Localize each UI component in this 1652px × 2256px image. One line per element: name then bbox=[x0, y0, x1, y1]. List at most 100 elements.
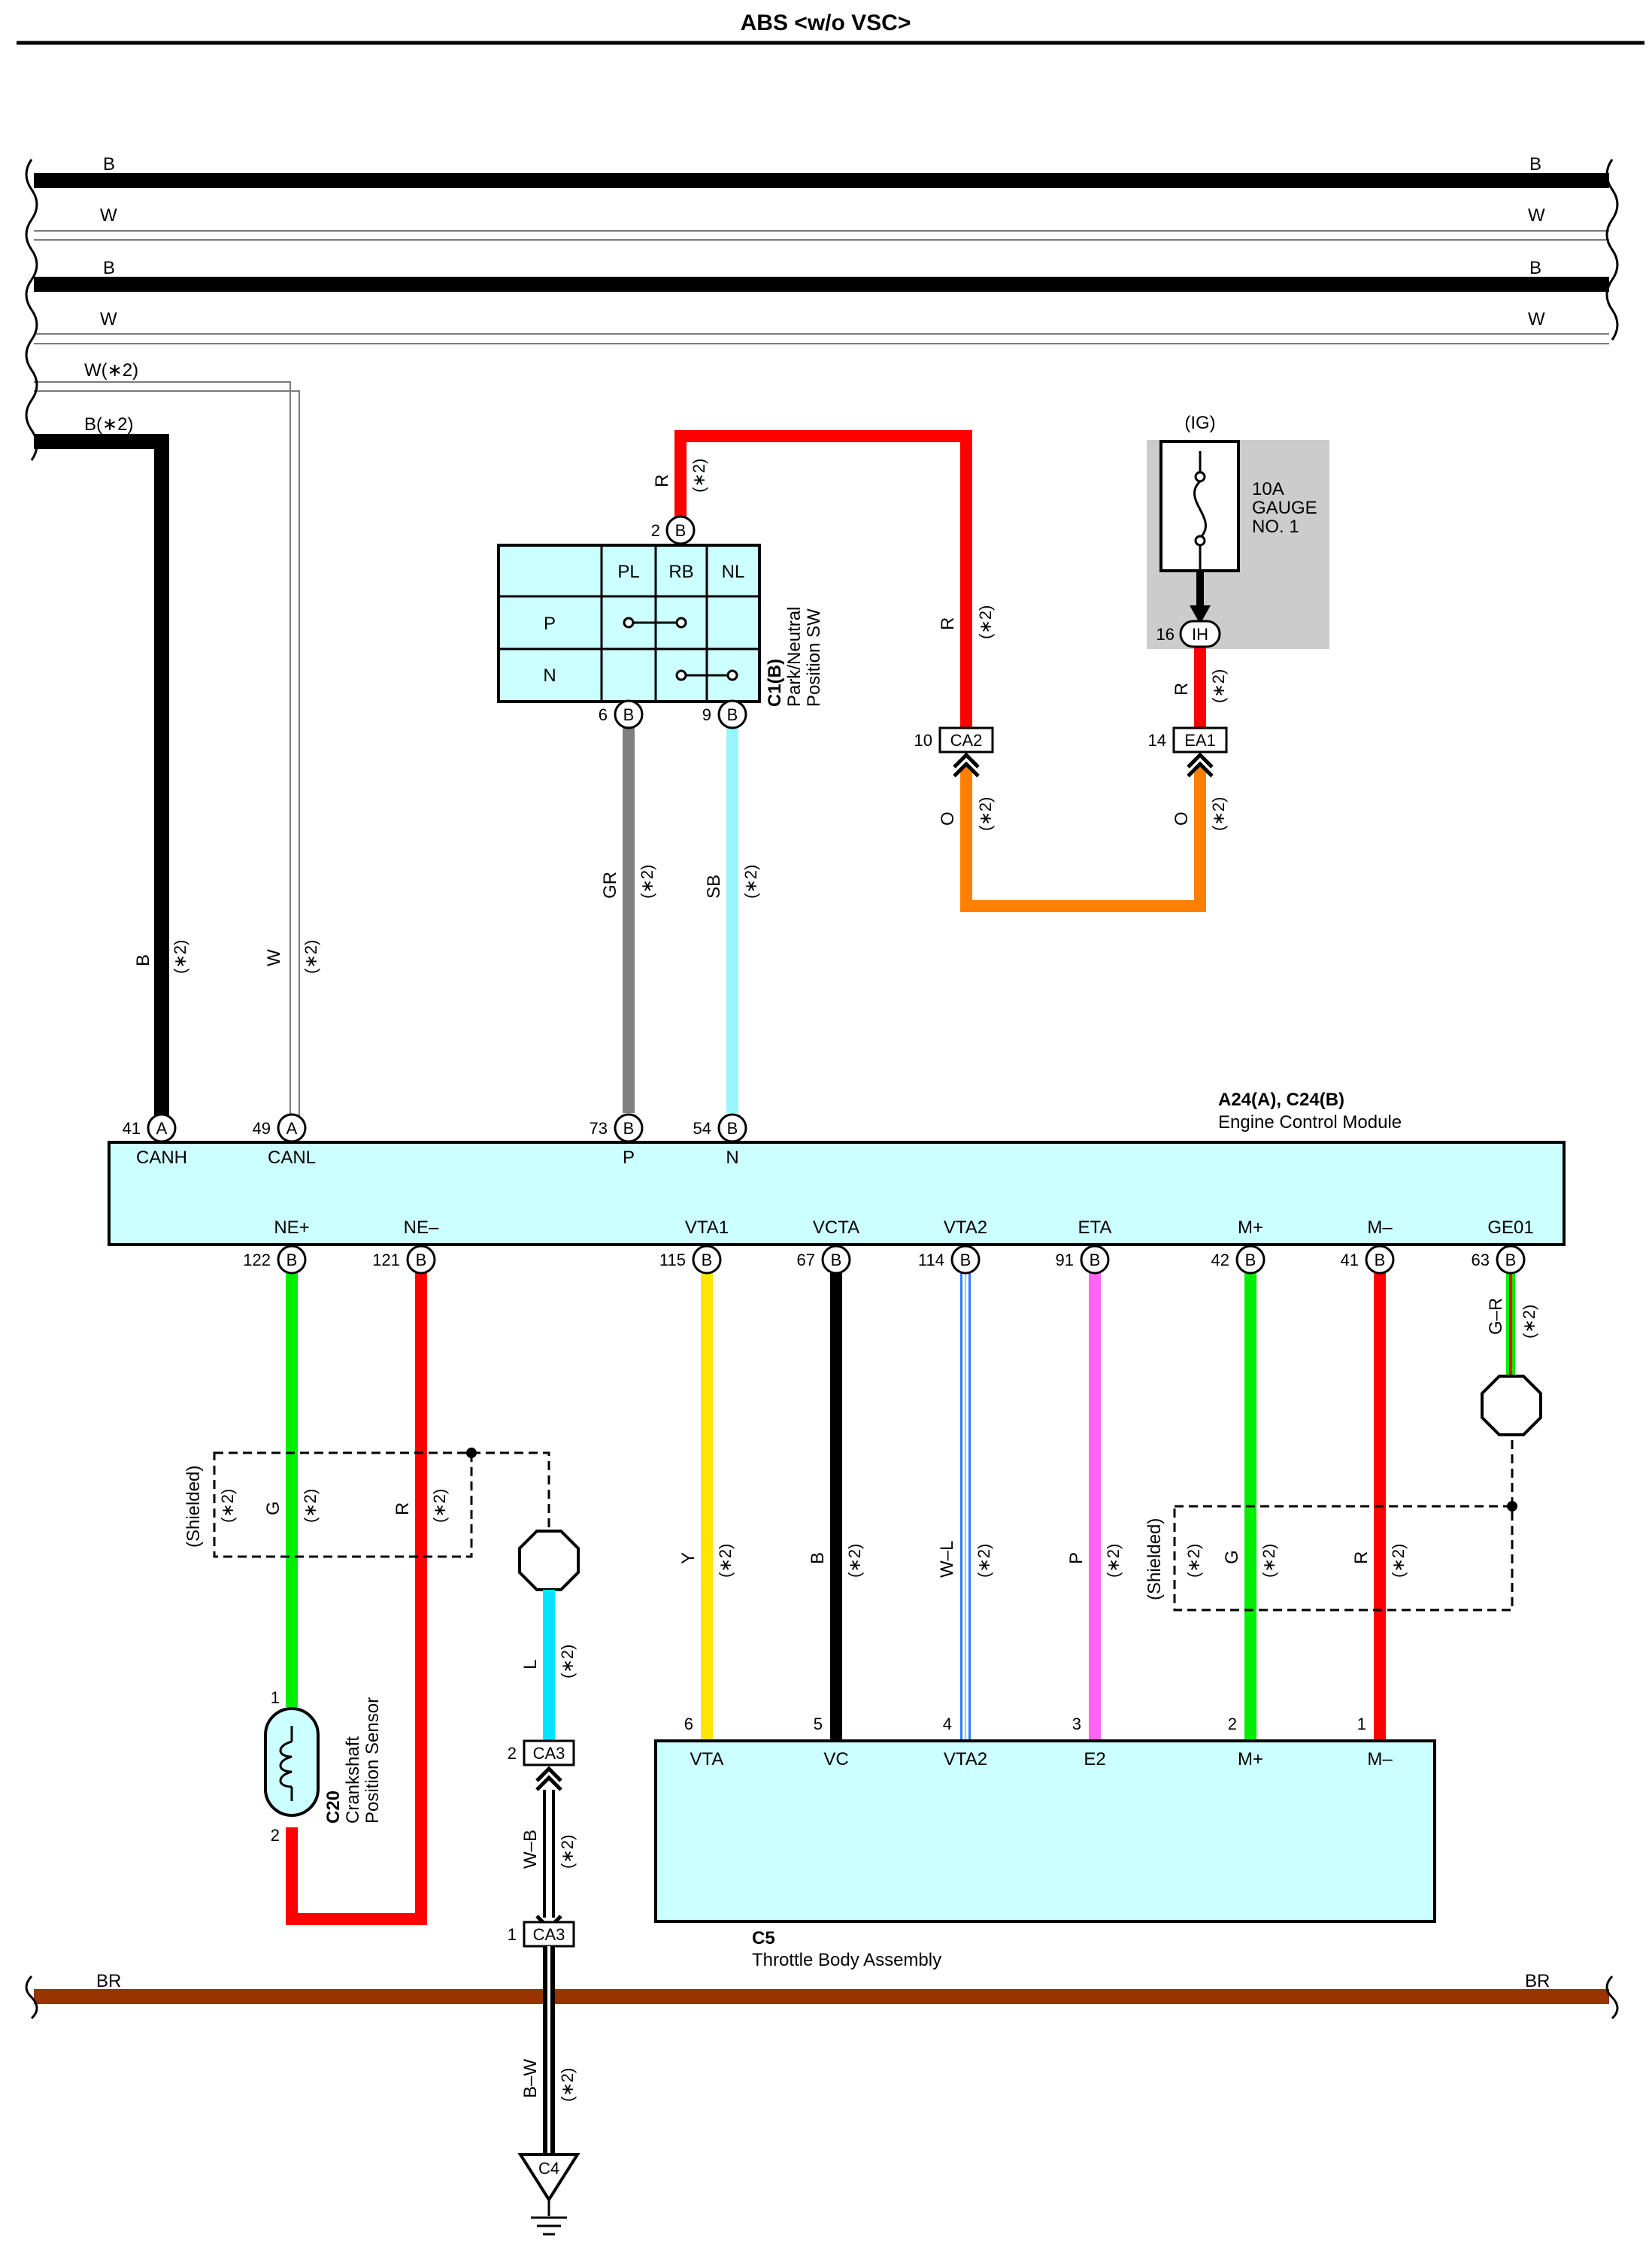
wire-r-ne-neg bbox=[286, 1271, 427, 1925]
ecm-box bbox=[108, 1141, 1566, 1246]
wire-star-r-m: (∗2) bbox=[1389, 1544, 1408, 1578]
ecm-top-pin-number: 54 bbox=[693, 1119, 711, 1138]
wire-star-canh: (∗2) bbox=[171, 940, 189, 974]
wire-label-gr: GR bbox=[600, 872, 620, 899]
throttle-name: Throttle Body Assembly bbox=[752, 1950, 941, 1970]
ecm-top-pin-marker bbox=[147, 1113, 177, 1143]
fuse-rating: 10A bbox=[1252, 479, 1284, 499]
ground-c4-label: C4 bbox=[538, 2159, 559, 2178]
sw-pin-2-marker bbox=[665, 515, 696, 545]
ih-connector-label: IH bbox=[1192, 625, 1208, 644]
bus-label-w1-right: W bbox=[1528, 205, 1545, 226]
wire-label-l: L bbox=[520, 1660, 541, 1669]
ecm-bottom-pin-marker bbox=[1365, 1245, 1395, 1275]
wire-label-sb: SB bbox=[704, 875, 724, 899]
wire-star-o-2: (∗2) bbox=[1209, 797, 1228, 831]
wire-star-canl: (∗2) bbox=[302, 940, 320, 974]
wire-star-r-1: (∗2) bbox=[690, 459, 708, 493]
ecm-bottom-pin-letter: B bbox=[1245, 1251, 1256, 1269]
wire-star-wb: (∗2) bbox=[558, 1835, 577, 1869]
ecm-bottom-pin-number: 67 bbox=[797, 1251, 815, 1269]
ecm-bottom-pin-number: 122 bbox=[243, 1251, 271, 1269]
bus-label-w1-left: W bbox=[100, 205, 117, 226]
throttle-pin-number: 4 bbox=[943, 1715, 952, 1733]
ecm-top-pin-marker bbox=[277, 1113, 307, 1143]
wire-label-y: Y bbox=[678, 1552, 699, 1564]
ecm-bottom-pin-marker bbox=[821, 1245, 851, 1275]
throttle-pin-number: 1 bbox=[1357, 1715, 1366, 1733]
bus-wires bbox=[25, 159, 1619, 1128]
sw-col-rb: RB bbox=[668, 562, 693, 582]
park-neutral-switch bbox=[497, 544, 761, 703]
ecm-bottom-pin-letter: B bbox=[1090, 1251, 1101, 1269]
ca3-top-pin: 2 bbox=[508, 1744, 517, 1763]
ca3-bottom-label: CA3 bbox=[533, 1925, 565, 1944]
sw-pin-6-num: 6 bbox=[599, 705, 608, 724]
wire-star-bw: (∗2) bbox=[558, 2068, 577, 2102]
ecm-bottom-pin-number: 42 bbox=[1211, 1251, 1229, 1269]
throttle-pin-name: M– bbox=[1367, 1749, 1393, 1769]
wire-label-bw: B–W bbox=[520, 2059, 541, 2098]
ecm-bottom-pin-number: 63 bbox=[1472, 1251, 1490, 1269]
wire-star-o-1: (∗2) bbox=[976, 797, 995, 831]
wire-star-y: (∗2) bbox=[716, 1544, 735, 1578]
wire-label-r-1: R bbox=[652, 475, 672, 487]
ecm-bottom-pin-number: 115 bbox=[659, 1251, 686, 1269]
wire-star-gr: (∗2) bbox=[1520, 1305, 1538, 1339]
throttle-pin-name: E2 bbox=[1084, 1749, 1105, 1769]
ecm-top-pin-name: CANL bbox=[268, 1148, 316, 1168]
sw-pin-9-num: 9 bbox=[702, 705, 711, 724]
ecm-bottom-pin-letter: B bbox=[1375, 1251, 1386, 1269]
bus-label-b-star2: B(∗2) bbox=[84, 414, 133, 435]
fuse-name-line2: NO. 1 bbox=[1252, 517, 1299, 537]
throttle-pin-number: 3 bbox=[1072, 1715, 1081, 1733]
ecm-bottom-pin-letter: B bbox=[416, 1251, 427, 1269]
ecm-top-pin-letter: A bbox=[286, 1119, 298, 1138]
ecm-bottom-pin-marker bbox=[406, 1245, 436, 1275]
ecm-top-pin-name: P bbox=[623, 1148, 635, 1168]
sw-row-n: N bbox=[543, 666, 556, 686]
shielded-label-left: (Shielded) bbox=[183, 1466, 204, 1548]
ecm-bottom-pin-number: 121 bbox=[372, 1251, 400, 1269]
wire-label-g-ne: G bbox=[263, 1501, 283, 1515]
ecm-bottom-pin-letter: B bbox=[831, 1251, 842, 1269]
ecm-name: Engine Control Module bbox=[1218, 1112, 1402, 1133]
ca3-top-label: CA3 bbox=[533, 1744, 565, 1763]
wire-label-g-m: G bbox=[1222, 1550, 1242, 1564]
wire-star-r-ne: (∗2) bbox=[430, 1489, 449, 1523]
ecm-bottom-pin-marker bbox=[1080, 1245, 1110, 1275]
bus-label-b1-right: B bbox=[1529, 154, 1541, 174]
ca3-top-connector bbox=[523, 1739, 575, 1766]
sw-col-pl: PL bbox=[617, 562, 639, 582]
throttle-pin-name: VC bbox=[823, 1749, 848, 1769]
ecm-bottom-pin-marker bbox=[1235, 1245, 1266, 1275]
page-title: ABS <w/o VSC> bbox=[741, 11, 911, 35]
wire-label-r-2: R bbox=[938, 617, 958, 630]
sw-col-nl: NL bbox=[722, 562, 745, 582]
ih-connector bbox=[1179, 620, 1221, 648]
throttle-code: C5 bbox=[752, 1928, 775, 1948]
wire-label-r-3: R bbox=[1172, 683, 1192, 696]
ecm-top-pin-letter: B bbox=[727, 1119, 738, 1138]
bus-label-w2-right: W bbox=[1528, 309, 1545, 329]
ecm-bottom-pin-marker bbox=[277, 1245, 307, 1275]
bus-br-break-left-icon bbox=[25, 1975, 38, 2020]
crank-name-line2: Position Sensor bbox=[362, 1697, 383, 1824]
bus-label-b1-left: B bbox=[103, 154, 115, 174]
ground-c4-marker bbox=[517, 2153, 580, 2203]
ecm-bottom-pin-marker bbox=[1496, 1245, 1526, 1275]
ecm-bottom-pin-letter: B bbox=[960, 1251, 971, 1269]
wire-star-b-vc: (∗2) bbox=[845, 1544, 864, 1578]
ecm-top-pin-letter: A bbox=[156, 1119, 168, 1138]
shield-right bbox=[1173, 1375, 1542, 1612]
wire-label-gr: G–R bbox=[1486, 1298, 1506, 1335]
throttle-pin-number: 2 bbox=[1228, 1715, 1237, 1733]
ca3-bottom-pin: 1 bbox=[508, 1925, 517, 1944]
bus-label-br-right: BR bbox=[1525, 1971, 1550, 1991]
crank-pin-1: 1 bbox=[271, 1688, 280, 1707]
wire-star-gr: (∗2) bbox=[638, 865, 656, 899]
wire-star-r-2: (∗2) bbox=[976, 605, 995, 639]
ea1-label: EA1 bbox=[1184, 731, 1216, 750]
ecm-top-pin-name: N bbox=[726, 1148, 738, 1168]
